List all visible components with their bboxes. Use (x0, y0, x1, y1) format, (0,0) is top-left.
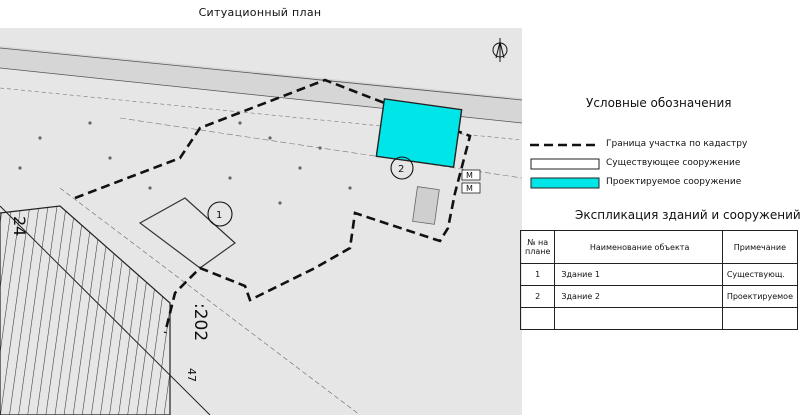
m-tag-label: М (466, 171, 473, 180)
explication-title: Экспликация зданий и сооружений (575, 208, 800, 222)
marker-2-circle (390, 156, 414, 180)
header-note: Примечание (721, 230, 799, 264)
building-2-proposed (375, 98, 463, 168)
row-name: Здание 1 (554, 263, 723, 286)
dashed-line-icon (530, 143, 600, 147)
row-name: Здание 2 (554, 285, 723, 308)
row-note (721, 307, 799, 330)
survey-points (18, 121, 352, 205)
table-row: 1 Здание 1 Существующ. (519, 263, 799, 286)
row-name (554, 307, 723, 330)
north-arrow-icon (492, 38, 508, 62)
legend-label: Проектируемое сооружение (606, 177, 742, 187)
row-note: Существующ. (721, 263, 799, 286)
street-number-label: :202 (190, 303, 210, 341)
row-num: 1 (519, 263, 556, 286)
marker-1-label: 1 (216, 210, 222, 221)
bottom-number-label: 47 (185, 368, 198, 382)
situation-map: М М 1 2 :202 24 47 (0, 28, 522, 415)
street-line (59, 187, 361, 415)
row-num: 2 (519, 285, 556, 308)
legend-label: Граница участка по кадастру (606, 139, 748, 149)
row-note: Проектируемое (721, 285, 799, 308)
table-row: 2 Здание 2 Проектируемое (519, 285, 799, 308)
m-tag-box (461, 169, 481, 181)
road-line (0, 47, 522, 101)
marker-2-label: 2 (398, 164, 404, 175)
table-row (519, 307, 799, 330)
table-header-row: № на плане Наименование объекта Примечан… (519, 230, 799, 264)
cyan-box-icon (530, 177, 600, 189)
row-num (519, 307, 556, 330)
building-1-outline (138, 197, 236, 269)
header-num: № на плане (519, 230, 556, 264)
plan-title: Ситуационный план (198, 6, 322, 19)
m-tag-label: М (466, 184, 473, 193)
left-number-label: 24 (10, 216, 29, 236)
m-tag-box (461, 182, 481, 194)
explication-table: № на плане Наименование объекта Примечан… (519, 230, 799, 330)
marker-1-circle (207, 201, 233, 227)
white-box-icon (530, 158, 600, 170)
legend-label: Существующее сооружение (606, 158, 741, 168)
cadastral-boundary (74, 78, 472, 334)
street-line (0, 205, 211, 415)
legend-title: Условные обозначения (586, 96, 732, 110)
adjacent-structure (412, 186, 440, 225)
header-name: Наименование объекта (554, 230, 723, 264)
existing-building-block (0, 205, 171, 415)
